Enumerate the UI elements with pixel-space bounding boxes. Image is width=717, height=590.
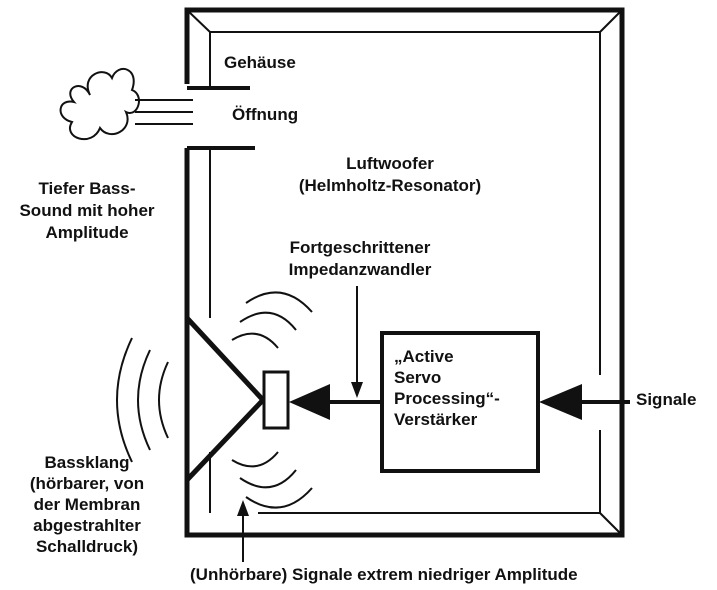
bassklang-line5: Schalldruck) [35, 537, 139, 556]
signal-input-label: Signale [636, 390, 697, 409]
woofer-label: Luftwoofer (Helmholtz-Resonator) [268, 153, 512, 197]
bassklang-line4: abgestrahlter [33, 516, 141, 535]
bassklang-label: Bassklang (hörbarer, von der Membran abg… [0, 452, 174, 557]
enclosure-inner-wall [209, 31, 601, 514]
converter-label: Fortgeschrittener Impedanzwandler [262, 237, 458, 281]
outer-sound-waves [116, 337, 169, 463]
amp-to-coil-arrowhead [289, 384, 330, 420]
amplifier-label-line2: Servo [394, 368, 442, 387]
low-signal-label: (Unhörbare) Signale extrem niedriger Amp… [190, 565, 578, 584]
port-label: Öffnung [232, 105, 299, 124]
airflow-lines [135, 99, 193, 125]
woofer-label-line1: Luftwoofer [346, 154, 434, 173]
converter-label-line1: Fortgeschrittener [289, 238, 431, 257]
enclosure-outer-wall [184, 7, 625, 538]
port-tube [187, 86, 255, 150]
bass-output-line2: Sound mit hoher [19, 201, 155, 220]
signal-input-arrowhead [539, 384, 582, 420]
bass-output-line1: Tiefer Bass- [38, 179, 136, 198]
bassklang-line2: (hörbarer, von [29, 474, 145, 493]
speaker-cone [185, 316, 265, 482]
bassklang-line3: der Membran [33, 495, 141, 514]
amplifier-label-line3: Processing“- [394, 389, 500, 408]
inner-sound-waves-upper [231, 291, 313, 349]
enclosure-label: Gehäuse [224, 53, 296, 72]
amplifier-label-line1: „Active [394, 347, 454, 366]
converter-label-line2: Impedanzwandler [288, 260, 432, 279]
converter-pointer-arrowhead [351, 382, 363, 398]
bass-output-label: Tiefer Bass- Sound mit hoher Amplitude [0, 178, 174, 244]
sound-cloud-icon [59, 67, 140, 140]
woofer-label-line2: (Helmholtz-Resonator) [298, 176, 482, 195]
amplifier-label: „Active Servo Processing“- Verstärker [394, 346, 500, 430]
enclosure-bevels [186, 9, 623, 536]
low-signal-pointer-arrowhead [237, 500, 249, 516]
amplifier-label-line4: Verstärker [394, 410, 478, 429]
voice-coil [262, 370, 290, 430]
bassklang-line1: Bassklang [44, 453, 130, 472]
bass-output-line3: Amplitude [45, 223, 129, 242]
inner-sound-waves-lower [231, 451, 313, 509]
